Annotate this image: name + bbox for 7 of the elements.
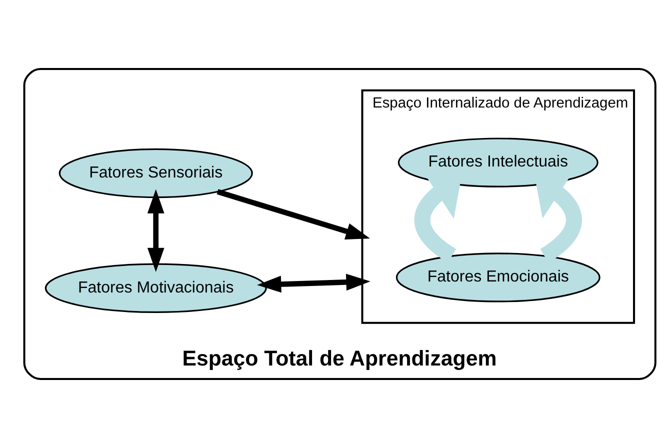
arrow: [147, 189, 164, 272]
node-ellipse: Fatores Motivacionais: [44, 263, 267, 313]
arrow: [257, 274, 370, 293]
node-ellipse: Fatores Intelectuais: [398, 138, 598, 188]
arrow: [216, 189, 370, 240]
node-ellipse: Fatores Emocionais: [396, 252, 600, 302]
node-ellipse: Fatores Sensoriais: [58, 148, 253, 198]
